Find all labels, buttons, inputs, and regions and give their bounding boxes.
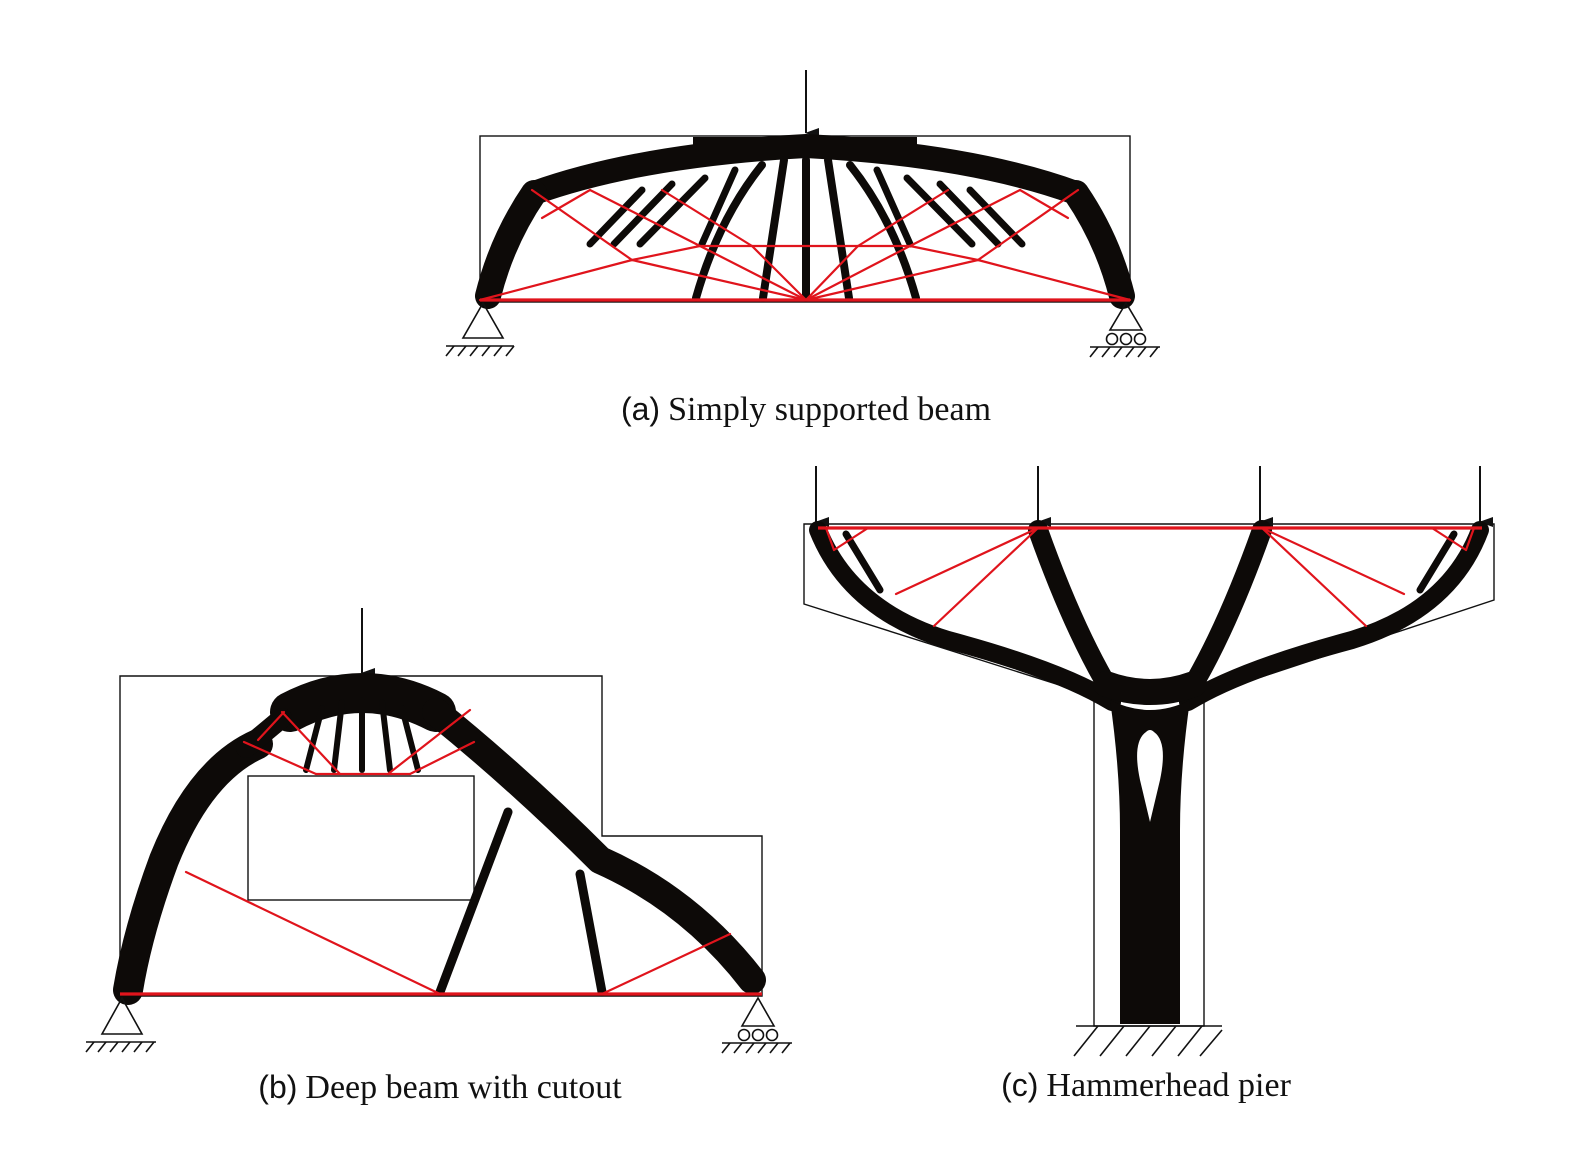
panel-b-cutout — [247, 775, 475, 901]
panel-c-topology — [809, 520, 1489, 1024]
panel-b-caption: (b)Deep beam with cutout — [258, 1069, 622, 1106]
panel-a-ties — [478, 188, 1132, 302]
panel-c: (c)Hammerhead pier — [803, 466, 1495, 1104]
panel-b-topology — [113, 673, 766, 1005]
panel-a-roller-support — [1089, 301, 1160, 358]
panel-a-caption: (a)Simply supported beam — [621, 391, 991, 428]
panel-a: (a)Simply supported beam — [445, 70, 1160, 428]
panel-a-topology — [475, 134, 1135, 309]
panel-a-pin-support — [445, 301, 515, 357]
panel-b-roller-support — [721, 996, 792, 1054]
panel-b-ties — [120, 708, 762, 996]
panel-b-pin-support — [85, 996, 156, 1053]
panel-c-fixed-support — [1073, 1025, 1223, 1057]
panel-c-ties — [818, 526, 1482, 628]
panel-b: (b)Deep beam with cutout — [85, 608, 792, 1106]
panel-c-load-arrows — [815, 466, 1493, 527]
panel-c-caption: (c)Hammerhead pier — [1001, 1067, 1291, 1104]
